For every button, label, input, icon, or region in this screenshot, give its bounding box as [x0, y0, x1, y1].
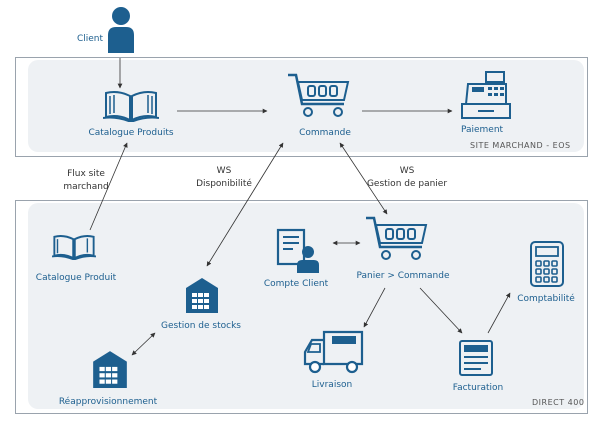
livraison-label: Livraison: [311, 380, 353, 390]
livraison-truck-icon: [303, 330, 364, 374]
facturation-label: Facturation: [452, 383, 504, 393]
facturation-invoice-icon: [459, 340, 493, 376]
paiement-label: Paiement: [460, 125, 504, 135]
client-user-icon: [108, 7, 134, 53]
site-marchand-inner: [28, 60, 584, 152]
comptabilite-calculator-icon: [530, 241, 564, 287]
ws-dispo-line1: WS: [216, 166, 232, 176]
gestion-stocks-label: Gestion de stocks: [161, 321, 241, 331]
ws-panier-line1: WS: [399, 166, 415, 176]
compte-client-label: Compte Client: [263, 279, 329, 289]
arrow-stocks-reappro: [131, 332, 156, 356]
paiement-cash-register-icon: [461, 71, 511, 119]
reapprovisionnement-label: Réapprovisionnement: [58, 397, 158, 407]
comptabilite-label: Comptabilité: [517, 294, 575, 304]
ws-panier-line2: Gestion de panier: [366, 179, 448, 189]
panier-commande-label: Panier > Commande: [356, 271, 450, 281]
gestion-stocks-warehouse-icon: [186, 278, 218, 313]
commande-cart-icon: [288, 73, 350, 117]
arrow-ws-panier: [339, 142, 388, 215]
commande-label: Commande: [299, 128, 351, 138]
ws-panier-label: WS Gestion de panier: [367, 165, 447, 191]
arrow-panier-facturation: [419, 287, 463, 334]
catalogue-produit-book-icon: [52, 235, 96, 260]
reapprovisionnement-warehouse-icon: [93, 351, 127, 388]
flux-site-line1: Flux site: [67, 169, 105, 179]
ws-dispo-line2: Disponibilité: [196, 179, 252, 189]
arrow-facturation-compta: [487, 292, 511, 334]
catalogue-produits-book-icon: [103, 91, 159, 122]
client-label: Client: [76, 34, 104, 44]
site-marchand-title: SITE MARCHAND - EOS: [470, 141, 571, 150]
arrow-ws-dispo: [206, 142, 284, 267]
arrow-flux-site: [89, 142, 128, 231]
compte-client-icon: [276, 228, 319, 273]
flux-site-line2: marchand: [63, 182, 109, 192]
arrow-panier-livraison: [363, 287, 386, 328]
panier-commande-cart-icon: [366, 216, 428, 260]
direct-400-title: DIRECT 400: [532, 398, 585, 407]
catalogue-produits-label: Catalogue Produits: [88, 128, 174, 138]
flux-site-label: Flux site marchand: [63, 168, 108, 194]
ws-dispo-label: WS Disponibilité: [196, 165, 252, 191]
catalogue-produit-label: Catalogue Produit: [35, 273, 117, 283]
